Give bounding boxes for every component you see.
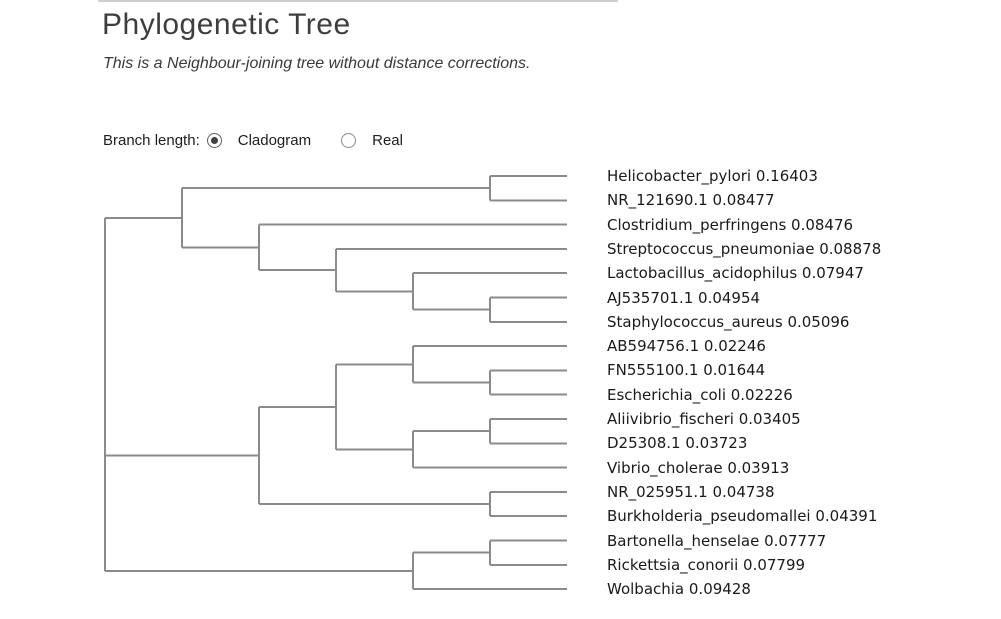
leaf-label: NR_121690.1 0.08477 — [607, 191, 775, 210]
radio-cladogram[interactable] — [206, 132, 222, 148]
leaf-label: Streptococcus_pneumoniae 0.08878 — [607, 239, 882, 258]
leaf-label: Aliivibrio_fischeri 0.03405 — [607, 410, 801, 428]
leaf-label: Lactobacillus_acidophilus 0.07947 — [607, 264, 864, 283]
leaf-label: AJ535701.1 0.04954 — [607, 288, 761, 307]
page-subtitle: This is a Neighbour-joining tree without… — [103, 55, 531, 72]
leaf-label: Helicobacter_pylori 0.16403 — [607, 167, 818, 185]
radio-real[interactable] — [341, 132, 357, 148]
leaf-label: NR_025951.1 0.04738 — [607, 482, 775, 501]
radio-cladogram-label[interactable]: Cladogram — [237, 131, 312, 149]
branch-length-label: Branch length: — [103, 131, 200, 149]
leaf-label: Staphylococcus_aureus 0.05096 — [607, 312, 850, 331]
leaf-label: Wolbachia 0.09428 — [607, 580, 751, 599]
leaf-label: Burkholderia_pseudomallei 0.04391 — [607, 507, 878, 526]
leaf-label: FN555100.1 0.01644 — [607, 361, 766, 380]
branch-length-controls: Branch length: Cladogram Real — [103, 130, 403, 150]
leaf-label: Rickettsia_conorii 0.07799 — [607, 555, 806, 574]
page-title: Phylogenetic Tree — [102, 8, 351, 41]
leaf-label: Vibrio_cholerae 0.03913 — [607, 458, 790, 477]
leaf-label: Bartonella_henselae 0.07777 — [607, 531, 827, 550]
leaf-label: Escherichia_coli 0.02226 — [607, 385, 793, 404]
top-divider — [98, 0, 618, 2]
leaf-label: AB594756.1 0.02246 — [607, 337, 766, 356]
radio-real-label[interactable]: Real — [372, 131, 403, 149]
leaf-label: D25308.1 0.03723 — [607, 434, 748, 453]
leaf-label: Clostridium_perfringens 0.08476 — [607, 215, 854, 234]
